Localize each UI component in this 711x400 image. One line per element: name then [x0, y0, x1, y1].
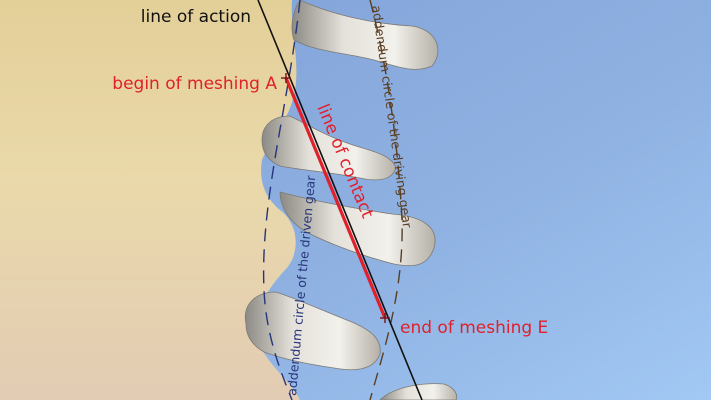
end-of-meshing-point — [380, 313, 390, 323]
tooth-flank-middle — [279, 191, 436, 267]
addendum-circle-driving-gear — [369, 0, 403, 400]
tooth-flank-upper — [261, 115, 397, 181]
begin-of-meshing-label: begin of meshing A — [112, 74, 277, 94]
line-of-action — [257, 0, 423, 400]
tooth-flank-top — [291, 0, 439, 70]
end-of-meshing-label: end of meshing E — [400, 318, 548, 338]
line-of-contact — [284, 77, 387, 319]
driven-gear-face — [0, 0, 300, 400]
line-of-action-label: line of action — [141, 7, 251, 27]
tooth-flank-lower — [244, 291, 381, 371]
addendum-circle-driven-gear — [262, 0, 301, 400]
begin-of-meshing-point — [281, 73, 291, 83]
